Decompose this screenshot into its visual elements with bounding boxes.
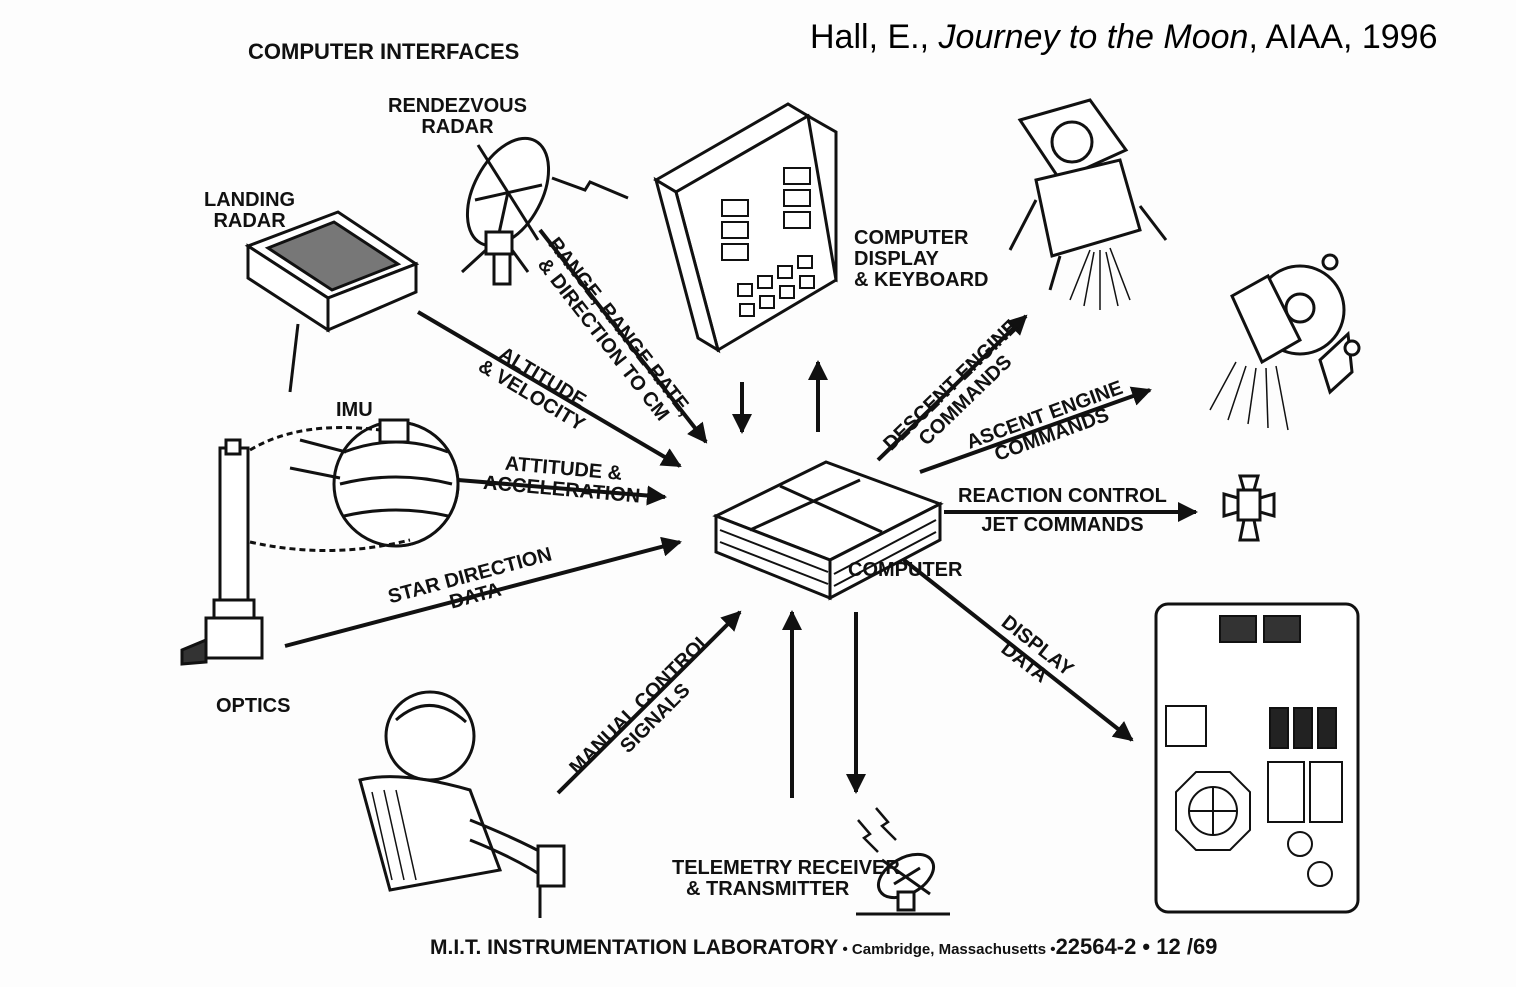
arrow-computer-to-descent-engine	[876, 314, 1028, 462]
lunar-module-ascent-icon	[1209, 253, 1361, 431]
arrow-imu-to-computer	[457, 478, 667, 506]
label-computer: COMPUTER	[848, 559, 963, 581]
arrow-astronaut-to-computer	[556, 610, 742, 795]
rendezvous-radar-icon	[460, 136, 551, 286]
label-imu: IMU	[336, 399, 373, 421]
arrow-optics-to-computer	[284, 536, 682, 648]
label-landing-radar: LANDING RADAR	[204, 189, 296, 232]
diagram-title: COMPUTER INTERFACES	[248, 39, 520, 64]
lunar-module-descent-icon	[1008, 98, 1168, 310]
arrow-landing-radar-to-computer	[416, 310, 682, 468]
arrow-computer-to-display-panel	[902, 558, 1134, 742]
footer-lab: M.I.T. INSTRUMENTATION LABORATORY	[430, 936, 839, 959]
citation-work: Journey to the Moon	[938, 18, 1249, 56]
citation: Hall, E., Journey to the Moon, AIAA, 199…	[810, 18, 1437, 57]
computer-icon	[712, 460, 944, 601]
citation-author: Hall, E.,	[810, 18, 939, 56]
label-computer-display: COMPUTER DISPLAY & KEYBOARD	[854, 227, 989, 291]
footer-location: • Cambridge, Massachusetts •	[838, 941, 1056, 958]
optics-icon	[180, 438, 264, 666]
imu-icon	[249, 418, 460, 553]
landing-radar-icon	[244, 210, 420, 393]
label-telemetry: TELEMETRY RECEIVER & TRANSMITTER	[672, 857, 900, 900]
arrow-rendezvous-radar-to-computer	[538, 228, 708, 444]
control-panel-icon	[1154, 602, 1360, 914]
citation-rest: , AIAA, 1996	[1248, 18, 1438, 56]
astronaut-icon	[358, 690, 566, 918]
footer-number: 22564-2	[1055, 934, 1137, 959]
telemetry-antenna-icon	[856, 807, 950, 916]
label-rendezvous-radar: RENDEZVOUS RADAR	[388, 95, 527, 138]
footer: M.I.T. INSTRUMENTATION LABORATORY • Camb…	[430, 934, 1217, 960]
arrow-computer-to-ascent-engine	[919, 386, 1152, 474]
label-optics: OPTICS	[216, 695, 291, 717]
footer-separator: •	[1136, 934, 1157, 959]
footer-date: 12 /69	[1156, 934, 1218, 959]
reaction-control-jet-icon	[1222, 474, 1276, 542]
flow-label-reaction: REACTION CONTROL JET COMMANDS	[958, 485, 1167, 536]
radar-link-squiggle	[551, 176, 629, 200]
dsky-icon	[653, 102, 838, 354]
